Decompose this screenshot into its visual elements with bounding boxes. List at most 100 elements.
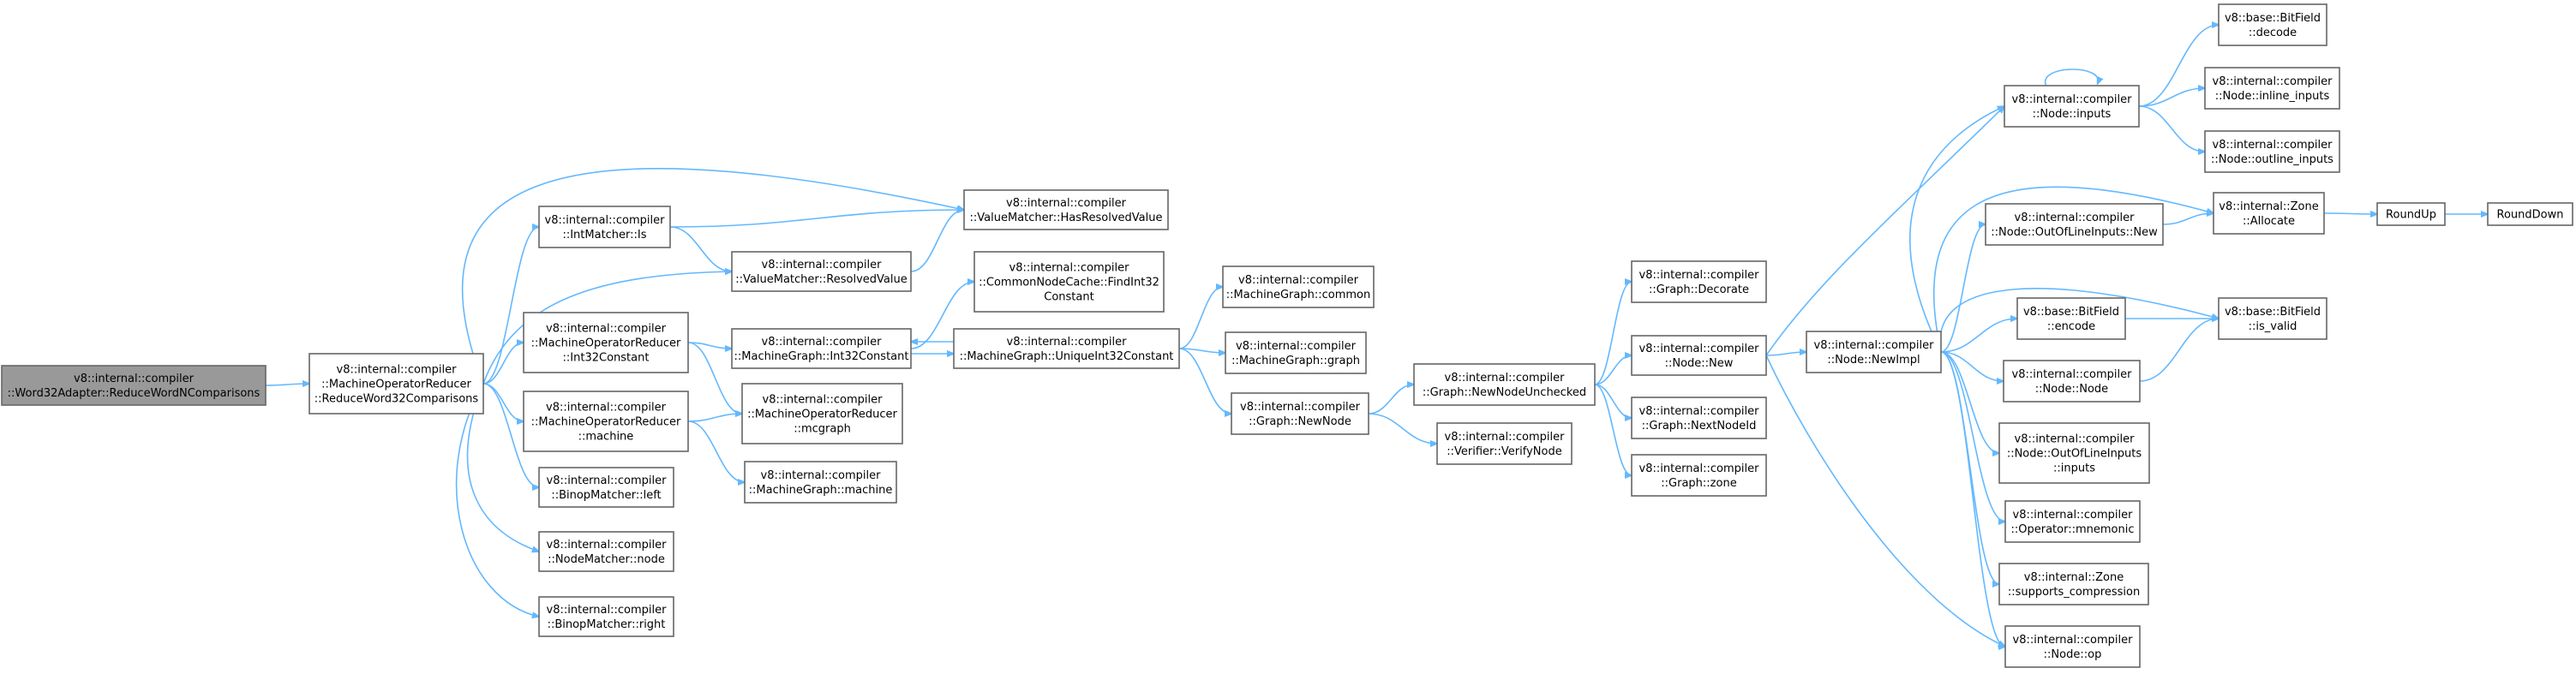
graph-node-zone-supports-compression[interactable]: v8::internal::Zone::supports_compression [1998, 563, 2149, 605]
node-label-line: v8::internal::compiler [547, 604, 668, 617]
graph-node-node-oolinputs-new[interactable]: v8::internal::compiler::Node::OutOfLineI… [1985, 203, 2164, 246]
graph-node-binop-right[interactable]: v8::internal::compiler::BinopMatcher::ri… [538, 596, 674, 637]
graph-node-zone-allocate[interactable]: v8::internal::Zone::Allocate [2213, 192, 2325, 235]
graph-node-binop-left[interactable]: v8::internal::compiler::BinopMatcher::le… [538, 467, 674, 508]
node-label-line: v8::base::BitField [2023, 306, 2119, 319]
graph-node-bitfield-is-valid[interactable]: v8::base::BitField::is_valid [2218, 297, 2327, 340]
node-label-line: ::Graph::NextNodeId [1642, 420, 1757, 432]
edge-node-newimpl-to-node-oolinputs-new [1940, 224, 1986, 353]
node-box[interactable] [523, 312, 689, 373]
graph-node-mg-uniqueint32[interactable]: v8::internal::compiler::MachineGraph::Un… [953, 328, 1180, 369]
node-box[interactable] [1222, 265, 1375, 308]
graph-node-verifier-verifynode[interactable]: v8::internal::compiler::Verifier::Verify… [1436, 422, 1573, 465]
node-box[interactable] [1631, 397, 1767, 439]
node-box[interactable] [1631, 454, 1767, 497]
edge-mor-rw32c-to-mor-machine [482, 383, 524, 421]
graph-node-bitfield-encode[interactable]: v8::base::BitField::encode [2016, 297, 2126, 340]
node-box[interactable] [1806, 331, 1942, 373]
graph-node-node-outline-inputs[interactable]: v8::internal::compiler::Node::outline_in… [2204, 130, 2340, 173]
graph-node-node-inline-inputs[interactable]: v8::internal::compiler::Node::inline_inp… [2204, 67, 2340, 110]
node-label-line: v8::internal::compiler [1445, 431, 1566, 444]
node-box[interactable] [309, 353, 484, 415]
node-box[interactable] [973, 251, 1165, 313]
node-box[interactable] [1985, 203, 2164, 246]
graph-node-root[interactable]: v8::internal::compiler::Word32Adapter::R… [1, 365, 267, 406]
graph-node-graph-decorate[interactable]: v8::internal::compiler::Graph::Decorate [1631, 260, 1767, 303]
graph-node-graph-nextnodeid[interactable]: v8::internal::compiler::Graph::NextNodeI… [1631, 397, 1767, 439]
graph-node-nodematcher-node[interactable]: v8::internal::compiler::NodeMatcher::nod… [538, 531, 674, 572]
node-box[interactable] [538, 596, 674, 637]
node-box[interactable] [2204, 130, 2340, 173]
graph-node-operator-mnemonic[interactable]: v8::internal::compiler::Operator::mnemon… [2004, 500, 2141, 543]
node-box[interactable] [744, 461, 897, 504]
node-box[interactable] [2004, 85, 2140, 128]
node-box[interactable] [523, 391, 689, 452]
node-label-line: v8::internal::compiler [763, 394, 884, 407]
node-box[interactable] [741, 383, 903, 444]
node-box[interactable] [1413, 363, 1596, 406]
graph-node-mor-machine[interactable]: v8::internal::compiler::MachineOperatorR… [523, 391, 689, 452]
graph-node-cnc-findint32[interactable]: v8::internal::compiler::CommonNodeCache:… [973, 251, 1165, 313]
node-box[interactable] [963, 189, 1169, 230]
node-box[interactable] [2376, 202, 2446, 226]
node-box[interactable] [2218, 3, 2327, 46]
node-box[interactable] [538, 206, 671, 248]
node-box[interactable] [1998, 563, 2149, 605]
node-box[interactable] [2003, 360, 2141, 403]
node-label-line: v8::internal::Zone [2219, 200, 2318, 213]
graph-node-mg-common[interactable]: v8::internal::compiler::MachineGraph::co… [1222, 265, 1375, 308]
graph-node-mor-rw32c[interactable]: v8::internal::compiler::MachineOperatorR… [309, 353, 484, 415]
graph-node-graph-newnode[interactable]: v8::internal::compiler::Graph::NewNode [1231, 392, 1369, 435]
node-label-line: v8::internal::compiler [2012, 93, 2133, 106]
node-box[interactable] [2218, 297, 2327, 340]
graph-node-intmatcher-is[interactable]: v8::internal::compiler::IntMatcher::Is [538, 206, 671, 248]
node-label-line: ::Node::NewImpl [1827, 354, 1920, 367]
node-label-line: ::Node::inputs [2033, 108, 2112, 121]
node-box[interactable] [2487, 202, 2573, 226]
edge-intmatcher-is-to-vm-resolved [669, 226, 732, 271]
node-label-line: ::MachineGraph::graph [1231, 355, 1360, 367]
node-label-line: v8::internal::compiler [2213, 139, 2333, 152]
graph-node-node-inputs[interactable]: v8::internal::compiler::Node::inputs [2004, 85, 2140, 128]
graph-node-graph-zone[interactable]: v8::internal::compiler::Graph::zone [1631, 454, 1767, 497]
node-box[interactable] [2004, 625, 2141, 668]
graph-node-mg-int32const[interactable]: v8::internal::compiler::MachineGraph::In… [731, 328, 912, 369]
node-label-line: ::machine [578, 431, 634, 444]
graph-node-vm-resolved[interactable]: v8::internal::compiler::ValueMatcher::Re… [731, 251, 912, 292]
node-box[interactable] [953, 328, 1180, 369]
node-box[interactable] [1436, 422, 1573, 465]
graph-node-node-oolinputs-inputs[interactable]: v8::internal::compiler::Node::OutOfLineI… [1998, 422, 2150, 484]
graph-node-mor-int32const[interactable]: v8::internal::compiler::MachineOperatorR… [523, 312, 689, 373]
node-box[interactable] [2016, 297, 2126, 340]
node-box[interactable] [2204, 67, 2340, 110]
node-box[interactable] [1631, 335, 1767, 376]
graph-node-graph-newnodeunchecked[interactable]: v8::internal::compiler::Graph::NewNodeUn… [1413, 363, 1596, 406]
graph-node-node-node[interactable]: v8::internal::compiler::Node::Node [2003, 360, 2141, 403]
node-box[interactable] [731, 328, 912, 369]
node-box[interactable] [1631, 260, 1767, 303]
graph-node-node-newimpl[interactable]: v8::internal::compiler::Node::NewImpl [1806, 331, 1942, 373]
graph-node-node-new[interactable]: v8::internal::compiler::Node::New [1631, 335, 1767, 376]
node-box[interactable] [538, 467, 674, 508]
node-box[interactable] [1225, 331, 1367, 374]
graph-node-mg-machine[interactable]: v8::internal::compiler::MachineGraph::ma… [744, 461, 897, 504]
edge-mg-uniqueint32-to-mg-graph [1178, 348, 1225, 353]
node-box[interactable] [538, 531, 674, 572]
node-box[interactable] [1, 365, 267, 406]
node-box[interactable] [731, 251, 912, 292]
graph-node-vm-hasresolved[interactable]: v8::internal::compiler::ValueMatcher::Ha… [963, 189, 1169, 230]
graph-node-bitfield-decode[interactable]: v8::base::BitField::decode [2218, 3, 2327, 46]
node-label-line: v8::internal::compiler [2015, 433, 2136, 446]
node-label-line: RoundUp [2386, 209, 2436, 222]
node-box[interactable] [1231, 392, 1369, 435]
graph-node-node-op[interactable]: v8::internal::compiler::Node::op [2004, 625, 2141, 668]
graph-node-rounddown[interactable]: RoundDown [2487, 202, 2573, 226]
node-box[interactable] [1998, 422, 2150, 484]
graph-node-mor-mcgraph[interactable]: v8::internal::compiler::MachineOperatorR… [741, 383, 903, 444]
graph-node-mg-graph[interactable]: v8::internal::compiler::MachineGraph::gr… [1225, 331, 1367, 374]
graph-node-roundup[interactable]: RoundUp [2376, 202, 2446, 226]
edge-graph-newnodeunchecked-to-graph-decorate [1594, 282, 1632, 385]
node-box[interactable] [2004, 500, 2141, 543]
node-label-line: v8::internal::compiler [762, 336, 883, 349]
node-box[interactable] [2213, 192, 2325, 235]
